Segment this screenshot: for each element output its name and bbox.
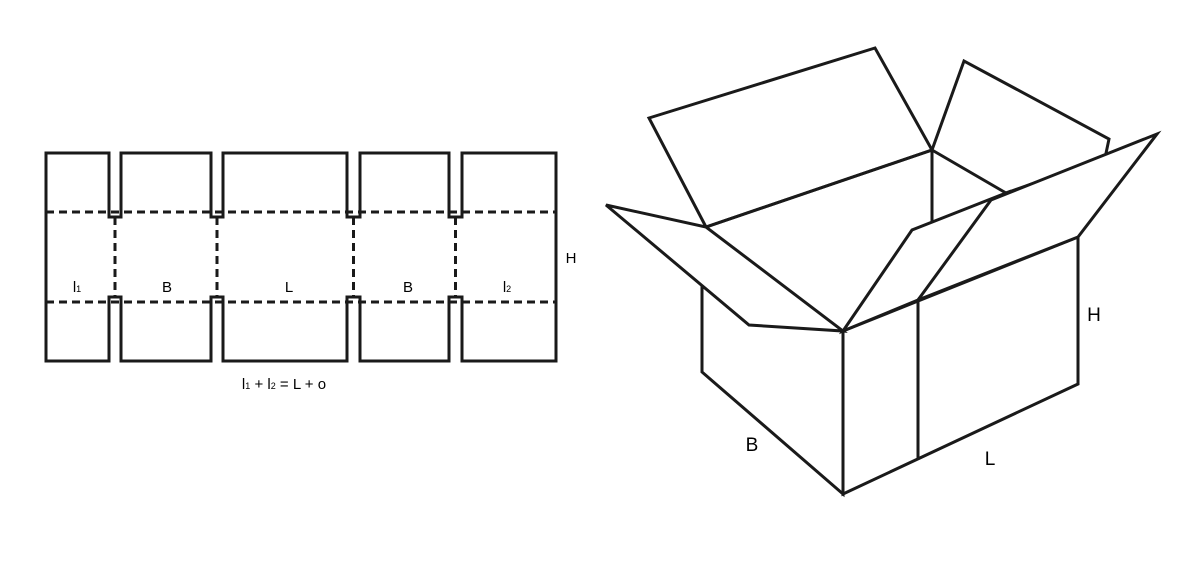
back-right-flap (930, 58, 1111, 195)
top-flap-5 (460, 151, 558, 212)
box-labels: B L H (746, 305, 1101, 470)
flat-layout (44, 151, 558, 363)
top-flap-3 (221, 151, 349, 212)
box-width-label: B (746, 435, 759, 456)
back-left-flap (646, 46, 935, 229)
panel-label-5: l2 (503, 279, 511, 296)
formula: l1 + l2 = L + o (242, 376, 326, 393)
panel-label-4: B (403, 279, 413, 296)
box-length-label: L (985, 449, 996, 470)
top-flap-2 (119, 151, 213, 212)
bottom-flap-1 (44, 302, 111, 363)
fold-lines (46, 210, 556, 304)
top-flap-1 (44, 151, 111, 212)
panel-label-2: B (162, 279, 172, 296)
panel-label-3: L (285, 279, 293, 296)
flat-height-label: H (566, 250, 577, 267)
back-rim (705, 148, 933, 229)
panel-labels: l1 B L B l2 H (73, 250, 577, 296)
top-flap-4 (358, 151, 451, 212)
right-side-flap (913, 130, 1162, 304)
box-3d (605, 46, 1162, 498)
panel-label-1: l1 (73, 279, 81, 296)
bottom-flap-4 (358, 302, 451, 363)
bottom-flap-3 (221, 302, 349, 363)
bottom-flap-2 (119, 302, 213, 363)
bottom-flap-5 (460, 302, 558, 363)
box-height-label: H (1087, 305, 1101, 326)
